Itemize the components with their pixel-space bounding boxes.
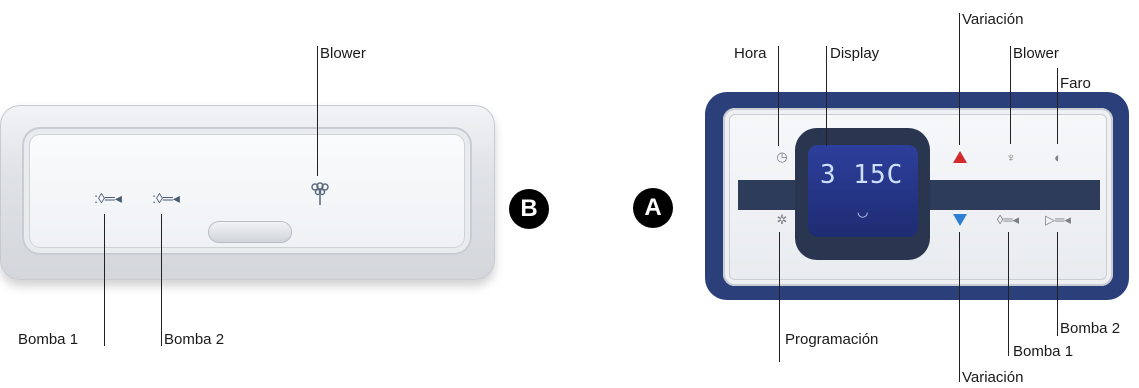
pump-icon: :◊═◂ [152, 190, 180, 207]
pump-icon: :◊═◂ [94, 190, 122, 207]
bomba2-button-a[interactable]: ▷═◂ [1042, 206, 1074, 234]
program-icon: ✲ [777, 212, 788, 228]
bomba2-button[interactable]: :◊═◂ [148, 183, 184, 213]
label-hora: Hora [734, 45, 767, 62]
arrow-down-icon [953, 214, 967, 226]
label-bomba1-b: Bomba 1 [18, 331, 78, 348]
programacion-button[interactable]: ✲ [766, 206, 798, 234]
label-blower-a: Blower [1013, 45, 1059, 62]
blower-a-leader-line [1010, 46, 1011, 144]
label-blower-b: Blower [320, 45, 366, 62]
blower-button-a[interactable]: ♆ [995, 143, 1027, 171]
blower-icon: ♆ [1006, 150, 1016, 165]
label-variacion-down: Variación [962, 369, 1023, 386]
bomba2-leader-line [161, 214, 162, 346]
variacion-up-button[interactable] [944, 143, 976, 171]
arrow-up-icon [953, 151, 967, 163]
bomba2-a-leader-line [1057, 232, 1058, 336]
blower-button[interactable] [302, 179, 338, 209]
blower-leader-line [317, 46, 318, 176]
blower-icon [309, 181, 331, 207]
clock-icon: ◷ [776, 149, 787, 165]
label-bomba2-a: Bomba 2 [1060, 320, 1120, 337]
hora-leader-line [778, 46, 779, 146]
faro-leader-line [1057, 68, 1058, 144]
bomba1-a-leader-line [1008, 232, 1009, 356]
display-leader-line [826, 46, 827, 146]
hora-button[interactable]: ◷ [766, 143, 798, 171]
pump-icon: ◊═◂ [997, 212, 1019, 228]
variacion-down-leader-line [959, 232, 960, 382]
label-programacion: Programación [785, 331, 878, 348]
bomba1-button-a[interactable]: ◊═◂ [992, 206, 1024, 234]
display-status-icon: ◡ [857, 204, 868, 220]
label-variacion-up: Variación [962, 11, 1023, 28]
badge-a: A [633, 188, 673, 228]
variacion-down-button[interactable] [944, 206, 976, 234]
label-bomba2-b: Bomba 2 [164, 331, 224, 348]
badge-b: B [509, 189, 549, 229]
label-faro: Faro [1060, 75, 1091, 92]
display-readout: 3 15C [820, 160, 903, 190]
label-display: Display [830, 45, 879, 62]
display-screen [808, 145, 918, 237]
bomba1-button[interactable]: :◊═◂ [90, 183, 126, 213]
light-icon: ◐ [1054, 150, 1062, 165]
variacion-up-leader-line [959, 13, 960, 145]
programacion-leader-line [779, 232, 780, 362]
bomba1-leader-line [104, 214, 105, 346]
brand-logo [208, 221, 292, 243]
label-bomba1-a: Bomba 1 [1013, 343, 1073, 360]
faro-button[interactable]: ◐ [1042, 143, 1074, 171]
pump-icon: ▷═◂ [1045, 212, 1071, 228]
